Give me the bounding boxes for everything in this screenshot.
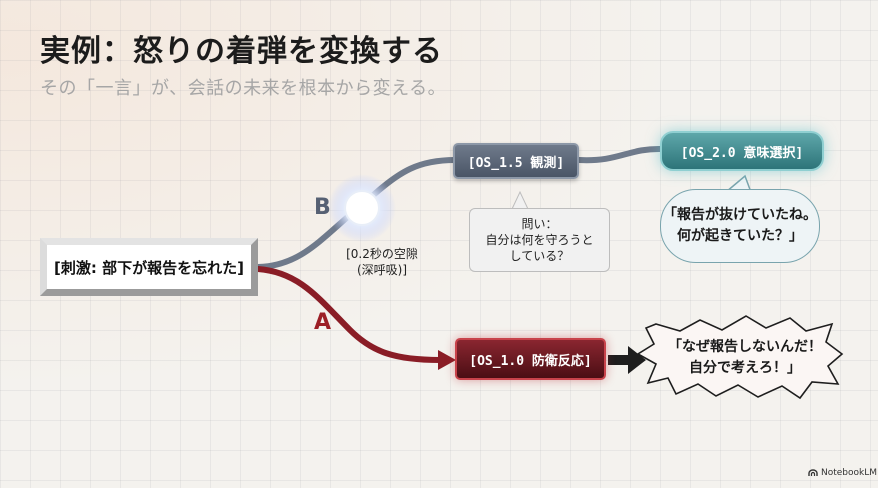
pause-note-line: [0.2秒の空隙: [346, 247, 418, 261]
question-line: 自分は何を守ろうと: [485, 233, 594, 247]
response-arrow-head: [628, 346, 646, 374]
notebooklm-icon: [808, 469, 818, 476]
question-line: している？: [509, 249, 570, 263]
pause-note-line: (深呼吸)]: [356, 263, 408, 277]
meaning-choice-label: [OS_2.0 意味選択]: [680, 145, 804, 161]
branch-a-label: A: [314, 310, 332, 335]
pause-circle: [344, 190, 380, 226]
defense-node-label: [OS_1.0 防衛反応]: [469, 353, 592, 369]
b-response-line: 何が起きていた？」: [677, 228, 803, 244]
observe-node-label: [OS_1.5 観測]: [467, 155, 565, 171]
a-response-text: 「なぜ報告しないんだ！ 自分で考えろ！」: [656, 326, 834, 390]
stimulus-label: [刺激: 部下が報告を忘れた]: [54, 258, 244, 277]
b-response-bubble: 「報告が抜けていたね。 何が起きていた？」: [660, 189, 820, 263]
response-arrow-shaft: [608, 355, 630, 365]
branch-a-path: [255, 266, 443, 363]
defense-node: [OS_1.0 防衛反応]: [455, 338, 606, 380]
page-subtitle: その「一言」が、会話の未来を根本から変える。: [40, 78, 447, 99]
brand-label: NotebookLM: [821, 468, 878, 478]
b-response-line: 「報告が抜けていたね。: [663, 207, 817, 223]
branch-b-to-choice-path: [576, 145, 665, 164]
observe-node: [OS_1.5 観測]: [453, 143, 579, 179]
branch-b-label: B: [314, 195, 331, 220]
branch-a-arrowhead: [438, 350, 456, 370]
stimulus-box: [刺激: 部下が報告を忘れた]: [40, 238, 258, 296]
a-quote-burst: [636, 315, 844, 400]
brand-watermark: NotebookLM: [808, 468, 877, 478]
a-response-line: 自分で考えろ！」: [689, 360, 801, 376]
meaning-choice-node: [OS_2.0 意味選択]: [660, 131, 824, 171]
page-title: 実例：怒りの着弾を変換する: [40, 34, 443, 69]
pause-note: [0.2秒の空隙 (深呼吸)]: [338, 246, 426, 278]
question-callout-tail: [511, 190, 529, 210]
question-line: 問い：: [521, 217, 558, 231]
question-callout: 問い： 自分は何を守ろうと している？: [469, 208, 610, 272]
a-response-line: 「なぜ報告しないんだ！: [668, 339, 822, 355]
